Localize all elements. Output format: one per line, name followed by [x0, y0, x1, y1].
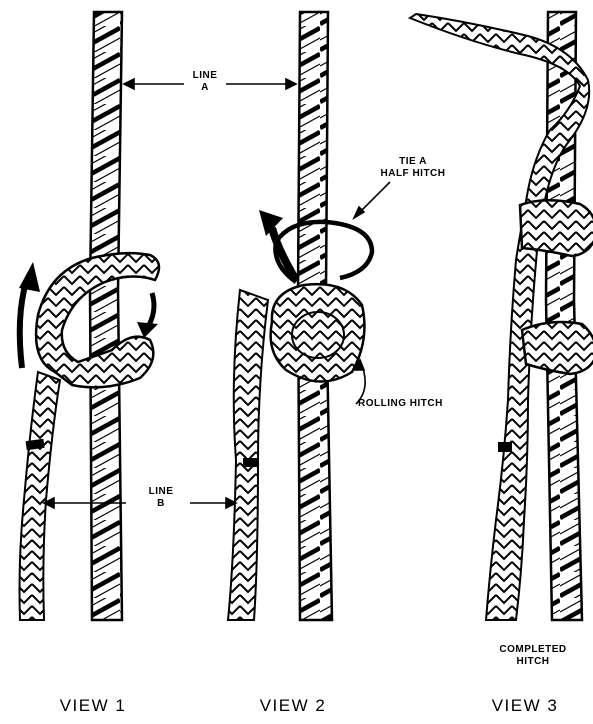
view-2-caption: VIEW 2: [238, 696, 348, 716]
completed-hitch-label: COMPLETED HITCH: [486, 644, 580, 667]
completed-label-line-1: COMPLETED: [486, 644, 580, 656]
rolling-hitch-label: ROLLING HITCH: [358, 398, 478, 410]
line-a-label: LINE A: [184, 70, 226, 93]
line-b-rope: [20, 372, 61, 620]
tie-label-line-2: HALF HITCH: [372, 168, 454, 180]
view-2-illustration: [228, 12, 372, 620]
view-1-illustration: [19, 12, 159, 620]
line-b-label: LINE B: [136, 486, 186, 509]
completed-label-line-2: HITCH: [486, 656, 580, 668]
lower-half-hitch: [522, 322, 593, 374]
view-3-illustration: [410, 12, 593, 620]
view-3-caption: VIEW 3: [470, 696, 580, 716]
tie-half-hitch-label: TIE A HALF HITCH: [372, 156, 454, 179]
tie-label-line-1: TIE A: [372, 156, 454, 168]
upper-half-hitch: [520, 200, 593, 256]
line-b-rope: [228, 290, 268, 620]
line-b-label-line-1: LINE: [136, 486, 186, 498]
view-1-caption: VIEW 1: [38, 696, 148, 716]
line-b-label-line-2: B: [136, 498, 186, 510]
line-a-rope: [90, 12, 122, 620]
line-a-label-line-1: LINE: [184, 70, 226, 82]
line-a-label-line-2: A: [184, 82, 226, 94]
